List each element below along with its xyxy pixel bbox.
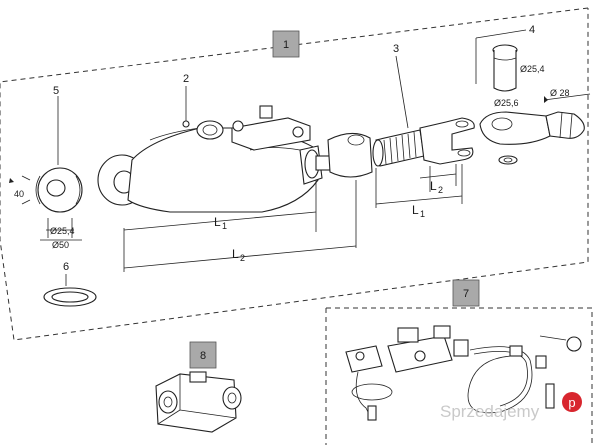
part3-label: 3 bbox=[393, 43, 399, 55]
rod-L1-sub: 1 bbox=[420, 209, 425, 219]
part4-label: 4 bbox=[529, 24, 535, 36]
group7-dashed-outline-top bbox=[326, 307, 593, 445]
part6-label: 6 bbox=[63, 261, 69, 273]
group1-label: 1 bbox=[283, 39, 289, 51]
part5-label: 5 bbox=[53, 85, 59, 97]
group7-electric-valve-kit: 7 bbox=[345, 279, 582, 421]
cyl-L2-sub: 2 bbox=[240, 253, 245, 263]
hook-outer-dim: Ø 28 bbox=[550, 88, 570, 98]
cyl-L1-letter: L bbox=[214, 215, 221, 229]
rod-L2-sub: 2 bbox=[438, 185, 443, 195]
watermark-text: Sprzedajemy bbox=[440, 402, 540, 421]
ball-outer-dim: Ø50 bbox=[52, 240, 69, 250]
part6-washer: 6 bbox=[43, 261, 97, 307]
rod-L1-letter: L bbox=[412, 203, 419, 217]
part2-label: 2 bbox=[183, 73, 189, 85]
group1-dashed-outline bbox=[0, 7, 589, 341]
group8-label: 8 bbox=[200, 350, 206, 362]
part5-ball: 5 40 Ø25,4 Ø50 bbox=[9, 85, 83, 250]
watermark-badge: p bbox=[568, 395, 575, 410]
cyl-L2-letter: L bbox=[232, 247, 239, 261]
part3-threaded-fork: 3 L 2 L 1 bbox=[372, 43, 475, 219]
watermark: Sprzedajemy p bbox=[440, 392, 582, 421]
group8-valve-block: 8 bbox=[155, 341, 242, 433]
part4-pin-and-hook: 4 Ø25,4 Ø25,6 Ø 28 bbox=[475, 24, 591, 165]
ball-width-dim: 40 bbox=[14, 189, 24, 199]
hook-inner-dim: Ø25,6 bbox=[494, 98, 519, 108]
part2-hydraulic-cylinder: 2 L 1 L 2 bbox=[97, 73, 373, 272]
ball-inner-dim: Ø25,4 bbox=[50, 226, 75, 236]
group7-label: 7 bbox=[463, 288, 469, 300]
pin-diameter-dim: Ø25,4 bbox=[520, 64, 545, 74]
rod-L2-letter: L bbox=[430, 179, 437, 193]
cyl-L1-sub: 1 bbox=[222, 221, 227, 231]
group1-callout: 1 bbox=[272, 30, 300, 58]
